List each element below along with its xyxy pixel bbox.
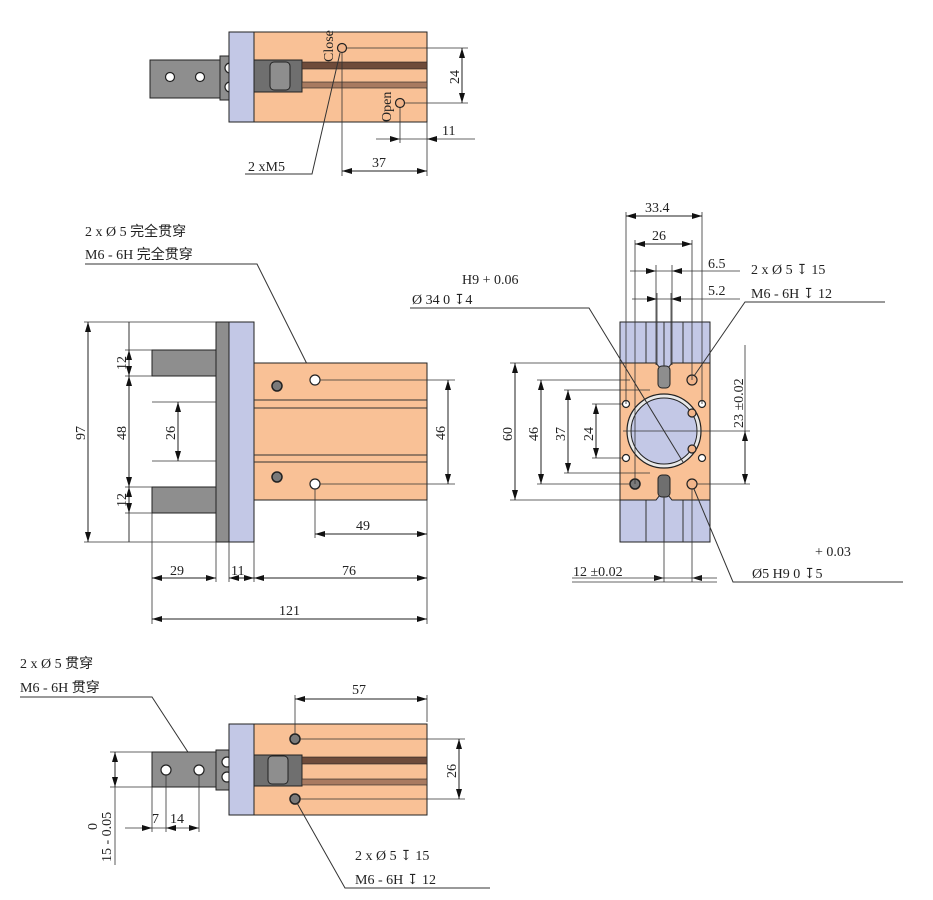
bore-note: Ø 34 0 ↧4 bbox=[412, 293, 472, 308]
close-port bbox=[336, 42, 348, 54]
mount-hole bbox=[289, 733, 301, 745]
dim-49: 49 bbox=[356, 519, 370, 534]
dim-46: 46 bbox=[527, 427, 542, 441]
dim-26: 26 bbox=[652, 229, 666, 244]
dim-46: 46 bbox=[434, 426, 449, 440]
mount-hole bbox=[309, 478, 321, 490]
hole-note-line1: 2 x Ø 5 贯穿 bbox=[20, 656, 93, 672]
jaw bbox=[151, 751, 219, 788]
bottom-view: 2 x Ø 5 贯穿 M6 - 6H 贯穿 57 26 7 14 0 15 - … bbox=[20, 656, 490, 889]
dim-121: 121 bbox=[279, 604, 300, 619]
end-view: 33.4 26 6.5 5.2 2 x Ø 5 ↧ 15 M6 - 6H ↧ 1… bbox=[410, 201, 903, 583]
mount-hole bbox=[289, 793, 301, 805]
dim-12-upper: 12 bbox=[115, 356, 130, 370]
dim-7: 7 bbox=[152, 812, 159, 827]
bottom-hole-note-line2: M6 - 6H ↧ 12 bbox=[355, 873, 436, 888]
screw-icon bbox=[271, 380, 283, 392]
dim-26: 26 bbox=[445, 764, 460, 778]
tolerance-upper: 0 bbox=[86, 823, 101, 830]
hole-note-line1: 2 x Ø 5 完全贯穿 bbox=[85, 223, 186, 240]
mount-hole bbox=[309, 374, 321, 386]
linkage bbox=[269, 61, 291, 91]
dim-26: 26 bbox=[164, 426, 179, 440]
dim-5-2: 5.2 bbox=[708, 284, 726, 299]
dim-14: 14 bbox=[170, 812, 184, 827]
linkage bbox=[267, 755, 289, 785]
dim-24: 24 bbox=[582, 427, 597, 441]
jaw-hole bbox=[164, 71, 176, 83]
jaw-hole bbox=[193, 764, 205, 776]
dim-60: 60 bbox=[501, 427, 516, 441]
jaw-hole bbox=[160, 764, 172, 776]
open-port bbox=[394, 97, 406, 109]
piston-hole bbox=[687, 408, 697, 418]
dim-37: 37 bbox=[554, 427, 569, 441]
dim-76: 76 bbox=[342, 564, 356, 579]
dim-6-5: 6.5 bbox=[708, 257, 726, 272]
top-hole-note-line2: M6 - 6H ↧ 12 bbox=[751, 287, 832, 302]
side-slot bbox=[697, 453, 707, 463]
hole-note-line2: M6 - 6H 完全贯穿 bbox=[85, 246, 193, 263]
open-label: Open bbox=[380, 92, 395, 122]
rod bbox=[301, 81, 428, 89]
bottom-slot bbox=[657, 474, 671, 498]
side-slot bbox=[621, 453, 631, 463]
port-note: 2 xM5 bbox=[248, 160, 285, 175]
end-plate bbox=[228, 321, 255, 543]
dim-97: 97 bbox=[74, 426, 89, 440]
close-label: Close bbox=[322, 30, 337, 62]
dim-33-4: 33.4 bbox=[645, 201, 670, 216]
screw-icon bbox=[271, 471, 283, 483]
end-plate bbox=[228, 31, 255, 123]
end-plate bbox=[228, 723, 255, 816]
rod bbox=[301, 778, 428, 786]
guide bbox=[215, 321, 230, 543]
bottom-hole-note-line1: 2 x Ø 5 ↧ 15 bbox=[355, 849, 429, 864]
jaw-width-tolerance: 15 - 0.05 bbox=[100, 812, 115, 862]
dim-37: 37 bbox=[372, 156, 386, 171]
dim-24: 24 bbox=[448, 70, 463, 84]
top-hole-note-line1: 2 x Ø 5 ↧ 15 bbox=[751, 263, 825, 278]
top-view: Close Open 24 11 37 2 xM5 bbox=[149, 30, 475, 176]
dim-11: 11 bbox=[442, 124, 455, 139]
dim-29: 29 bbox=[170, 564, 184, 579]
rod bbox=[301, 61, 428, 70]
lower-jaw bbox=[151, 486, 217, 514]
pin-tolerance: + 0.03 bbox=[815, 545, 851, 560]
dim-23: 23 ±0.02 bbox=[732, 378, 747, 428]
dim-12: 12 ±0.02 bbox=[573, 565, 623, 580]
dim-11: 11 bbox=[231, 564, 244, 579]
jaw bbox=[149, 59, 223, 99]
rod bbox=[301, 756, 428, 765]
side-view: 2 x Ø 5 完全贯穿 M6 - 6H 完全贯穿 97 12 48 12 26… bbox=[74, 223, 455, 624]
piston-hole bbox=[687, 444, 697, 454]
pin-note: Ø5 H9 0 ↧5 bbox=[752, 567, 822, 582]
upper-jaw bbox=[151, 349, 217, 377]
pin-hole bbox=[686, 478, 698, 490]
dim-48: 48 bbox=[115, 426, 130, 440]
jaw-hole bbox=[194, 71, 206, 83]
dim-12-lower: 12 bbox=[115, 493, 130, 507]
body bbox=[253, 362, 428, 501]
dim-57: 57 bbox=[352, 683, 366, 698]
top-slot bbox=[657, 365, 671, 389]
hole-note-line2: M6 - 6H 贯穿 bbox=[20, 680, 100, 696]
bore-tolerance: H9 + 0.06 bbox=[462, 273, 519, 288]
